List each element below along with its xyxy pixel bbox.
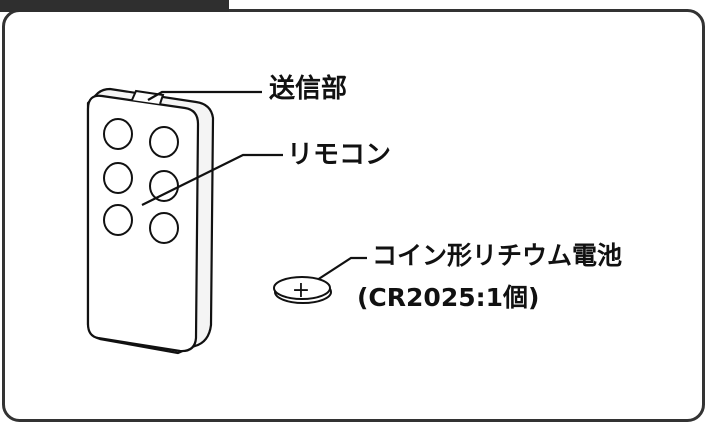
remote-button bbox=[103, 118, 133, 150]
remote-front-face bbox=[86, 94, 200, 353]
remote-button bbox=[103, 162, 133, 194]
remote-button bbox=[103, 204, 133, 236]
remote-button bbox=[149, 170, 179, 202]
leader-line-remote bbox=[141, 153, 283, 206]
transmitter-window bbox=[131, 89, 165, 105]
coin-battery: + bbox=[273, 276, 332, 304]
battery-top bbox=[273, 276, 331, 300]
remote-button bbox=[149, 126, 179, 158]
leader-line-transmitter bbox=[147, 90, 262, 101]
remote-control bbox=[86, 87, 215, 355]
header-tab bbox=[0, 0, 229, 12]
battery-plus-sign: + bbox=[292, 278, 310, 303]
battery-name-label: コイン形リチウム電池 bbox=[372, 241, 623, 270]
battery-spec-label: (CR2025:1個) bbox=[357, 283, 540, 312]
leader-line-battery bbox=[313, 256, 367, 283]
remote-label: リモコン bbox=[287, 140, 392, 170]
remote-button bbox=[149, 212, 179, 244]
transmitter-label: 送信部 bbox=[269, 74, 348, 104]
